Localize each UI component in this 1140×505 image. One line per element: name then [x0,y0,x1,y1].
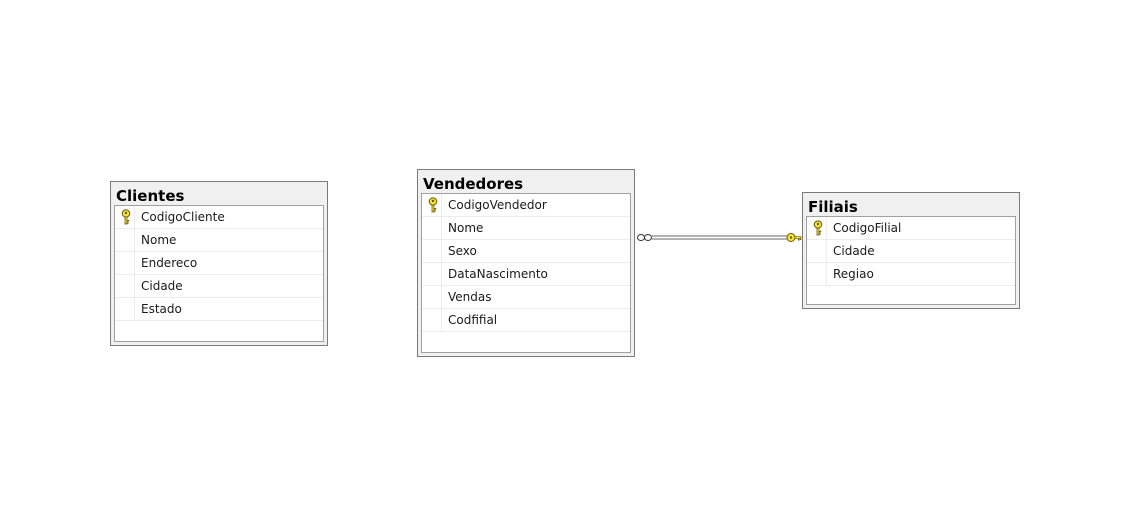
row-gutter [422,194,442,216]
column-row[interactable]: Vendas [422,286,630,309]
row-gutter [422,263,442,285]
row-gutter [807,217,827,239]
column-row[interactable]: Cidade [115,275,323,298]
column-name: CodigoVendedor [448,198,547,212]
column-list-clientes: CodigoCliente Nome Endereco Cidade Estad… [114,205,324,342]
table-clientes[interactable]: Clientes CodigoCliente Nome Endereco [110,181,328,346]
row-gutter [115,252,135,274]
primary-key-icon [428,197,438,213]
row-gutter [422,240,442,262]
column-name: Nome [141,233,177,247]
row-gutter [807,263,827,285]
column-list-vendedores: CodigoVendedor Nome Sexo DataNascimento … [421,193,631,353]
primary-key-icon [121,209,131,225]
row-gutter [115,275,135,297]
many-end-infinity-icon [637,234,652,241]
one-end-key-icon [786,233,802,242]
column-row[interactable]: DataNascimento [422,263,630,286]
primary-key-icon [813,220,823,236]
column-name: Vendas [448,290,492,304]
column-name: DataNascimento [448,267,548,281]
column-row[interactable]: Nome [115,229,323,252]
column-name: Cidade [141,279,183,293]
row-gutter [115,229,135,251]
column-row[interactable]: CodigoFilial [807,217,1015,240]
row-gutter [422,309,442,331]
column-name: Codfifial [448,313,498,327]
table-title-filiais: Filiais [808,198,858,216]
column-name: Cidade [833,244,875,258]
column-name: Sexo [448,244,477,258]
column-row[interactable]: Nome [422,217,630,240]
column-name: Endereco [141,256,198,270]
column-row[interactable]: Cidade [807,240,1015,263]
column-row[interactable]: Endereco [115,252,323,275]
row-gutter [115,298,135,320]
column-row[interactable]: Codfifial [422,309,630,332]
table-vendedores[interactable]: Vendedores CodigoVendedor Nome Sexo [417,169,635,357]
column-row[interactable]: Sexo [422,240,630,263]
column-name: Estado [141,302,182,316]
column-row[interactable]: Estado [115,298,323,321]
table-title-clientes: Clientes [116,187,185,205]
column-list-filiais: CodigoFilial Cidade Regiao [806,216,1016,305]
column-row[interactable]: CodigoCliente [115,206,323,229]
row-gutter [115,206,135,228]
relationship-line[interactable] [652,235,790,240]
row-gutter [422,217,442,239]
column-row[interactable]: Regiao [807,263,1015,286]
table-filiais[interactable]: Filiais CodigoFilial Cidade Regiao [802,192,1020,309]
column-name: Nome [448,221,484,235]
column-name: Regiao [833,267,874,281]
row-gutter [807,240,827,262]
table-title-vendedores: Vendedores [423,175,524,193]
column-row[interactable]: CodigoVendedor [422,194,630,217]
column-name: CodigoFilial [833,221,902,235]
row-gutter [422,286,442,308]
column-name: CodigoCliente [141,210,225,224]
